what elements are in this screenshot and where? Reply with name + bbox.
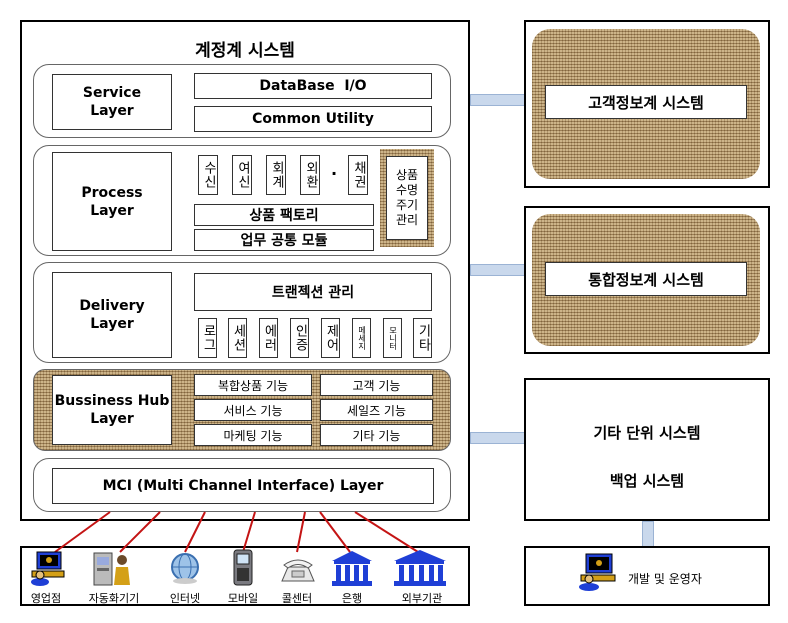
delivery-cell-session: 세션 [228,318,247,358]
developer-label: 개발 및 운영자 [628,572,702,586]
product-factory-bar: 상품 팩토리 [194,204,374,226]
hub-marketing: 마케팅 기능 [194,424,312,446]
integrated-info-system-label: 통합정보계 시스템 [545,262,747,296]
channel-label-branch: 영업점 [30,592,62,605]
channel-label-internet: 인터넷 [169,592,201,605]
terminal-icon [28,551,68,587]
hub-customer: 고객 기능 [320,374,433,396]
business-hub-label: Bussiness Hub Layer [52,375,172,445]
delivery-cell-error: 에러 [259,318,278,358]
delivery-cell-monitor: 모니터 [383,318,402,358]
process-cell-accounting: 회계 [266,155,286,195]
common-utility-box: Common Utility [194,106,432,132]
customer-info-system-label: 고객정보계 시스템 [545,85,747,119]
delivery-cell-log: 로그 [198,318,217,358]
delivery-cell-message: 메세지 [352,318,371,358]
developer-frame [524,546,770,606]
delivery-layer-label: Delivery Layer [52,272,172,358]
database-io-box: DataBase I/O [194,73,432,99]
process-cell-dot: · [330,164,338,183]
globe-icon [168,551,202,585]
process-cell-forex: 외환 [300,155,320,195]
other-unit-system-label: 기타 단위 시스템 [593,424,701,442]
delivery-cell-etc: 기타 [413,318,432,358]
bank-building-icon [330,549,374,587]
hub-etc: 기타 기능 [320,424,433,446]
delivery-cell-auth: 인증 [290,318,309,358]
transaction-management-box: 트랜젝션 관리 [194,273,432,311]
hub-composite-product: 복합상품 기능 [194,374,312,396]
accounting-system-title: 계정계 시스템 [195,41,295,61]
common-module-bar: 업무 공통 모듈 [194,229,374,251]
channel-label-callcenter: 콜센터 [281,592,313,605]
product-lifecycle-box: 상품 수명 주기 관리 [386,156,428,240]
process-cell-bond: 채권 [348,155,368,195]
backup-system-label: 백업 시스템 [609,472,685,490]
process-layer-label: Process Layer [52,152,172,251]
hub-service: 서비스 기능 [194,399,312,421]
process-cell-loan: 여신 [232,155,252,195]
atm-person-icon [92,551,136,587]
process-cell-deposit: 수신 [198,155,218,195]
channel-label-mobile: 모바일 [227,592,259,605]
delivery-cell-control: 제어 [321,318,340,358]
service-layer-label: Service Layer [52,74,172,130]
mobile-phone-icon [230,549,256,587]
hub-sales: 세일즈 기능 [320,399,433,421]
channel-label-atm: 자동화기기 [88,592,140,605]
developer-terminal-icon [575,553,619,593]
channel-label-external: 외부기관 [401,592,443,605]
other-systems-frame [524,378,770,521]
channel-label-bank: 은행 [341,592,363,605]
government-building-icon [392,549,448,587]
telephone-icon [278,553,318,585]
mci-layer-box: MCI (Multi Channel Interface) Layer [52,468,434,504]
